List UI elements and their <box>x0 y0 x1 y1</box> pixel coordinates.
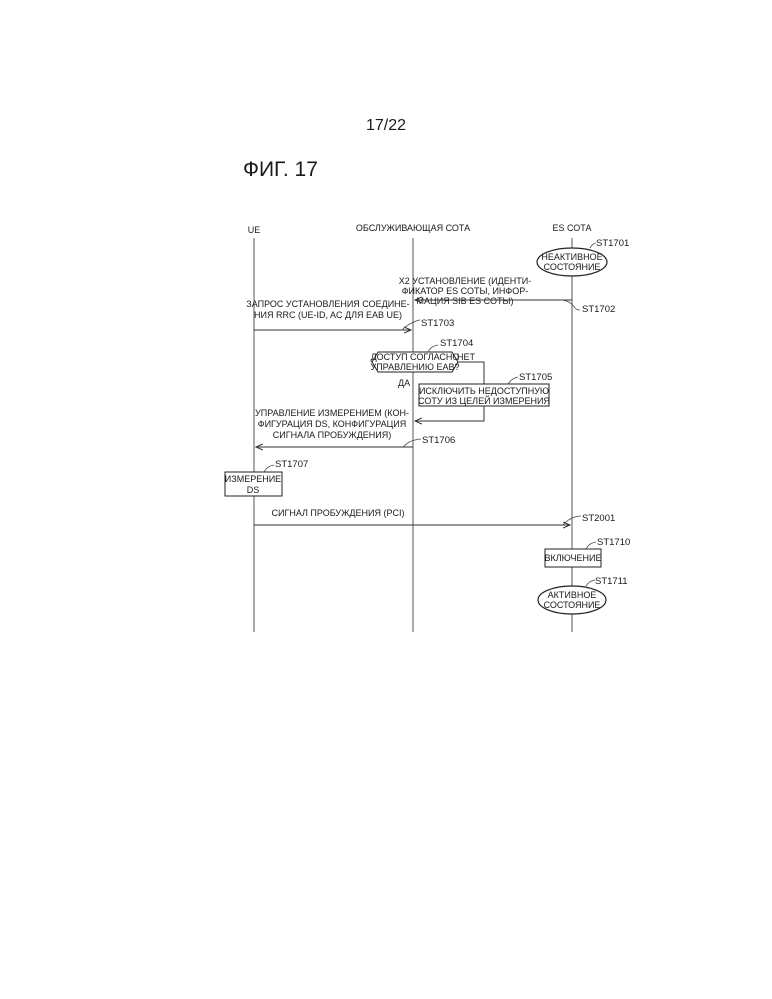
ds-measurement-box: ИЗМЕРЕНИЕ DS <box>224 471 283 497</box>
inactive-state-line1: НЕАКТИВНОЕ <box>541 252 602 262</box>
svg-text:ВКЛЮЧЕНИЕ: ВКЛЮЧЕНИЕ <box>545 553 602 563</box>
svg-text:DS: DS <box>247 485 260 495</box>
measurement-control-message: УПРАВЛЕНИЕ ИЗМЕРЕНИЕМ (КОН- ФИГУРАЦИЯ DS… <box>255 408 413 447</box>
wake-up-signal-message: СИГНАЛ ПРОБУЖДЕНИЯ (PCI) <box>254 508 570 525</box>
svg-text:ФИГУРАЦИЯ DS, КОНФИГУРАЦИЯ: ФИГУРАЦИЯ DS, КОНФИГУРАЦИЯ <box>258 419 407 429</box>
step-id-st1704: ST1704 <box>440 338 473 349</box>
step-id-st1711: ST1711 <box>595 576 628 587</box>
svg-text:СИГНАЛ ПРОБУЖДЕНИЯ (PCI): СИГНАЛ ПРОБУЖДЕНИЯ (PCI) <box>271 508 404 518</box>
svg-text:СИГНАЛА ПРОБУЖДЕНИЯ): СИГНАЛА ПРОБУЖДЕНИЯ) <box>273 430 392 440</box>
svg-text:X2 УСТАНОВЛЕНИЕ (ИДЕНТИ-: X2 УСТАНОВЛЕНИЕ (ИДЕНТИ- <box>399 276 531 286</box>
svg-text:ФИКАТОР ES СОТЫ, ИНФОР-: ФИКАТОР ES СОТЫ, ИНФОР- <box>402 286 529 296</box>
step-id-st1706: ST1706 <box>422 435 455 446</box>
eab-access-decision: ДОСТУП СОГЛАСНО УПРАВЛЕНИЮ EAB? <box>371 351 460 373</box>
inactive-state-node: НЕАКТИВНОЕ СОСТОЯНИЕ <box>536 247 608 277</box>
svg-text:ИЗМЕРЕНИЕ: ИЗМЕРЕНИЕ <box>225 474 281 484</box>
svg-text:УПРАВЛЕНИЕ ИЗМЕРЕНИЕМ (КОН-: УПРАВЛЕНИЕ ИЗМЕРЕНИЕМ (КОН- <box>255 408 409 418</box>
svg-text:МАЦИЯ SIB ES СОТЫ): МАЦИЯ SIB ES СОТЫ) <box>417 296 514 306</box>
active-state-node: АКТИВНОЕ СОСТОЯНИЕ <box>537 585 607 615</box>
svg-text:ДОСТУП СОГЛАСНО: ДОСТУП СОГЛАСНО <box>371 352 460 362</box>
rrc-connection-request-message: ЗАПРОС УСТАНОВЛЕНИЯ СОЕДИНЕ- НИЯ RRC (UE… <box>246 299 411 330</box>
decision-no-label: НЕТ <box>457 352 476 362</box>
svg-text:УПРАВЛЕНИЮ EAB?: УПРАВЛЕНИЮ EAB? <box>371 362 460 372</box>
step-id-st1705: ST1705 <box>519 372 552 383</box>
step-id-st1702: ST1702 <box>582 304 615 315</box>
inactive-state-line2: СОСТОЯНИЕ <box>544 262 601 272</box>
switch-on-box: ВКЛЮЧЕНИЕ <box>544 548 602 568</box>
figure-title: ФИГ. 17 <box>243 158 318 181</box>
svg-text:АКТИВНОЕ: АКТИВНОЕ <box>548 590 597 600</box>
step-id-st1707: ST1707 <box>275 459 308 470</box>
svg-text:СОТУ ИЗ ЦЕЛЕЙ ИЗМЕРЕНИЯ: СОТУ ИЗ ЦЕЛЕЙ ИЗМЕРЕНИЯ <box>418 395 550 406</box>
page-number: 17/22 <box>365 117 407 134</box>
decision-yes-label: ДА <box>398 378 410 388</box>
lifeline-label-es-cell: ES СОТА <box>552 223 591 233</box>
exclude-unavailable-cell-box: ИСКЛЮЧИТЬ НЕДОСТУПНУЮ СОТУ ИЗ ЦЕЛЕЙ ИЗМЕ… <box>418 383 550 407</box>
step-id-st1701: ST1701 <box>596 238 629 249</box>
svg-text:ЗАПРОС УСТАНОВЛЕНИЯ СОЕДИНЕ-: ЗАПРОС УСТАНОВЛЕНИЯ СОЕДИНЕ- <box>246 299 409 309</box>
step-id-st1703: ST1703 <box>421 318 454 329</box>
x2-setup-message: X2 УСТАНОВЛЕНИЕ (ИДЕНТИ- ФИКАТОР ES СОТЫ… <box>399 276 572 306</box>
step-id-st1710: ST1710 <box>597 537 630 548</box>
no-branch-line <box>458 361 485 384</box>
lifeline-label-serving-cell: ОБСЛУЖИВАЮЩАЯ СОТА <box>356 223 470 233</box>
lifeline-label-ue: UE <box>248 225 261 235</box>
step-id-st2001: ST2001 <box>582 513 615 524</box>
svg-text:СОСТОЯНИЕ: СОСТОЯНИЕ <box>544 600 601 610</box>
svg-text:ИСКЛЮЧИТЬ НЕДОСТУПНУЮ: ИСКЛЮЧИТЬ НЕДОСТУПНУЮ <box>419 386 549 396</box>
return-to-serving-arrow <box>415 406 485 421</box>
svg-text:НИЯ RRC (UE-ID, AC ДЛЯ EAB UE): НИЯ RRC (UE-ID, AC ДЛЯ EAB UE) <box>254 310 402 320</box>
